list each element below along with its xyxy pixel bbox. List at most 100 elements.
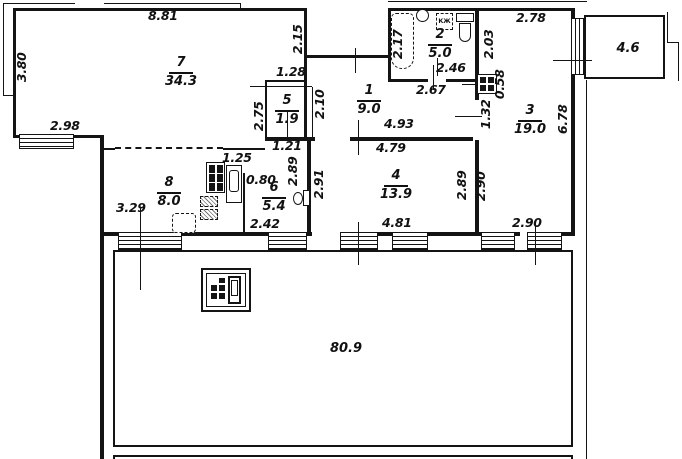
room-label-balcony: 4.6 [608, 41, 648, 57]
dimension-line [553, 60, 592, 61]
dimension-line [455, 116, 482, 117]
window [268, 232, 307, 250]
wall [304, 8, 307, 141]
toilet-tank-icon [303, 190, 310, 206]
wall [428, 232, 481, 236]
wall [479, 8, 575, 11]
contour-line [678, 42, 679, 81]
appliance-placeholder-icon [200, 209, 218, 220]
room-label-4: 4 13.9 [376, 168, 416, 203]
dim-room2-width: 2.46 [436, 60, 466, 75]
room-area: 9.0 [357, 101, 381, 117]
wall [350, 137, 473, 141]
dimension-line [437, 58, 438, 76]
contour-line [3, 3, 75, 4]
zone-boundary-dashed-line [115, 147, 223, 149]
kitchen-sink-basin [229, 170, 239, 192]
wall [13, 8, 307, 11]
wall [100, 138, 104, 459]
wall [307, 232, 312, 236]
dim-room3-right: 6.78 [554, 104, 570, 135]
contour-line [240, 3, 241, 9]
wall [265, 80, 307, 82]
room-label-terrace: 80.9 [326, 341, 366, 357]
dim-sink-width: 0.80 [246, 172, 276, 187]
window [118, 232, 182, 250]
stool-icon [172, 213, 196, 233]
wall [13, 135, 19, 138]
window [527, 232, 562, 250]
dim-room6-right: 2.89 [284, 156, 300, 187]
window [392, 232, 428, 250]
dim-room7-right-upper: 2.15 [289, 24, 305, 55]
dimension-line [358, 120, 359, 155]
contour-line [667, 42, 679, 43]
dim-room2-tub: 2.17 [389, 29, 405, 60]
appliance-placeholder-icon [200, 196, 218, 207]
room-number: 6 [262, 180, 286, 199]
dim-room5-left: 2.75 [250, 101, 266, 132]
room-label-3: 3 19.0 [510, 103, 550, 138]
room-number: 3 [518, 103, 542, 122]
contour-line [586, 80, 587, 459]
dim-room1-left: 2.10 [311, 89, 327, 120]
room-label-6: 6 5.4 [254, 180, 294, 215]
stove-icon [206, 162, 225, 193]
dimension-line [535, 220, 536, 265]
room-area: 8.0 [157, 193, 181, 209]
wall [571, 75, 575, 235]
toilet-icon [459, 23, 471, 42]
dimension-line [140, 208, 141, 290]
room-label-8: 8 8.0 [149, 175, 189, 210]
dim-room8-left: 3.29 [116, 200, 146, 215]
vent-shaft-icon [477, 74, 497, 94]
wall [475, 140, 479, 235]
terrace-outline [113, 250, 573, 447]
dim-room4-left: 2.91 [310, 169, 326, 200]
room-area: 19.0 [513, 121, 547, 137]
wall [307, 137, 315, 141]
room-area: 13.9 [379, 186, 413, 202]
wall [388, 8, 479, 11]
dimension-line [287, 112, 288, 140]
dim-room7-top: 8.81 [148, 8, 178, 23]
dim-room6-bottom: 2.42 [250, 216, 280, 231]
dim-room3-left-upper: 1.32 [477, 99, 493, 130]
room-number: 4 [384, 168, 408, 187]
wall [104, 232, 118, 236]
room-area: 5.4 [262, 198, 286, 214]
room-area: 4.6 [616, 41, 640, 56]
wall [475, 8, 479, 100]
room-label-7: 7 34.3 [161, 55, 201, 90]
dim-room4-right: 2.89 [453, 170, 469, 201]
dim-nook-width: 1.25 [222, 150, 252, 165]
wall [265, 80, 267, 140]
dimension-line [358, 222, 359, 265]
dim-room2-below: 2.67 [416, 82, 446, 97]
dim-room5-below: 1.21 [272, 138, 302, 153]
wall [307, 141, 311, 235]
sink-icon [416, 9, 429, 22]
dim-room4-bottom: 4.81 [382, 215, 412, 230]
room-label-1: 1 9.0 [349, 83, 389, 118]
window [19, 134, 74, 149]
window [481, 232, 515, 250]
bathtub-icon [391, 13, 414, 69]
room-number: 7 [169, 55, 193, 74]
window [340, 232, 378, 250]
wall [223, 148, 265, 150]
balcony-outline [584, 15, 665, 79]
room-label-2: 2 5.0 [420, 27, 460, 62]
contour-line [667, 12, 668, 43]
room-number: 1 [357, 83, 381, 102]
toilet-icon [293, 192, 303, 205]
wall [388, 8, 391, 82]
contour-line [3, 3, 4, 96]
wall [243, 173, 245, 235]
washing-machine-icon: КЖ [436, 13, 453, 30]
dim-vent-shaft: 0.58 [491, 69, 507, 100]
room-area: 34.3 [164, 73, 198, 89]
dimension-line [355, 48, 356, 73]
dim-room7-left: 3.80 [13, 52, 29, 83]
